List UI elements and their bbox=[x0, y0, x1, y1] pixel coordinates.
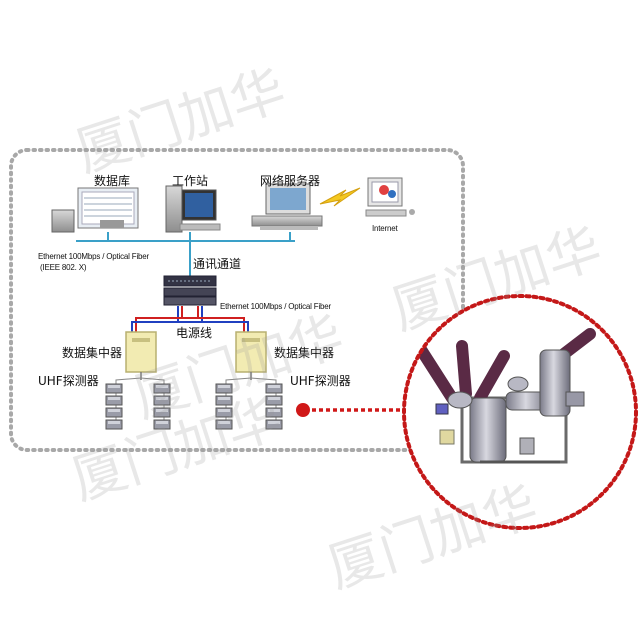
network-server-label: 网络服务器 bbox=[260, 174, 321, 188]
uhf-sensor-icon bbox=[153, 395, 171, 406]
concentrator-right-icon bbox=[235, 331, 267, 380]
uhf-sensor-icon bbox=[105, 395, 123, 406]
internet-computer-icon bbox=[365, 177, 415, 217]
concentrator-right-label: 数据集中器 bbox=[274, 346, 335, 360]
internet-label: Internet bbox=[372, 224, 398, 233]
database-computer-icon bbox=[51, 187, 139, 233]
uhf-sensor-icon bbox=[105, 419, 123, 430]
ethernet-label-switch: Ethernet 100Mbps / Optical Fiber bbox=[220, 302, 331, 311]
uhf-sensor-icon bbox=[153, 383, 171, 394]
switch-icon bbox=[163, 275, 217, 306]
database-label: 数据库 bbox=[94, 174, 131, 188]
lightning-icon bbox=[319, 187, 361, 207]
comm-channel-label: 通讯通道 bbox=[193, 257, 242, 271]
uhf-sensor-icon bbox=[215, 419, 233, 430]
uhf-sensors bbox=[105, 383, 283, 430]
uhf-sensor-icon bbox=[265, 395, 283, 406]
uhf-sensor-icon bbox=[215, 395, 233, 406]
workstation-label: 工作站 bbox=[172, 174, 209, 188]
network-server-icon bbox=[251, 183, 323, 230]
ieee-label: (IEEE 802. X) bbox=[40, 263, 87, 272]
uhf-right-label: UHF探测器 bbox=[290, 374, 351, 388]
workstation-icon bbox=[165, 185, 221, 233]
ethernet-label-left: Ethernet 100Mbps / Optical Fiber bbox=[38, 252, 149, 261]
uhf-sensor-icon bbox=[265, 407, 283, 418]
concentrator-left-icon bbox=[125, 331, 157, 380]
uhf-sensor-icon bbox=[265, 383, 283, 394]
uhf-sensor-icon bbox=[153, 419, 171, 430]
power-lines bbox=[131, 306, 249, 332]
gis-magnified-view bbox=[402, 294, 638, 530]
uhf-sensor-icon bbox=[215, 383, 233, 394]
uhf-sensor-icon bbox=[265, 419, 283, 430]
system-border bbox=[9, 148, 465, 452]
uhf-left-label: UHF探测器 bbox=[38, 374, 99, 388]
concentrator-left-label: 数据集中器 bbox=[62, 346, 123, 360]
power-line-label: 电源线 bbox=[176, 326, 213, 340]
uhf-sensor-icon bbox=[153, 407, 171, 418]
uhf-sensor-icon bbox=[105, 383, 123, 394]
uhf-sensor-icon bbox=[215, 407, 233, 418]
network-lines bbox=[76, 232, 295, 277]
uhf-sensor-icon bbox=[105, 407, 123, 418]
